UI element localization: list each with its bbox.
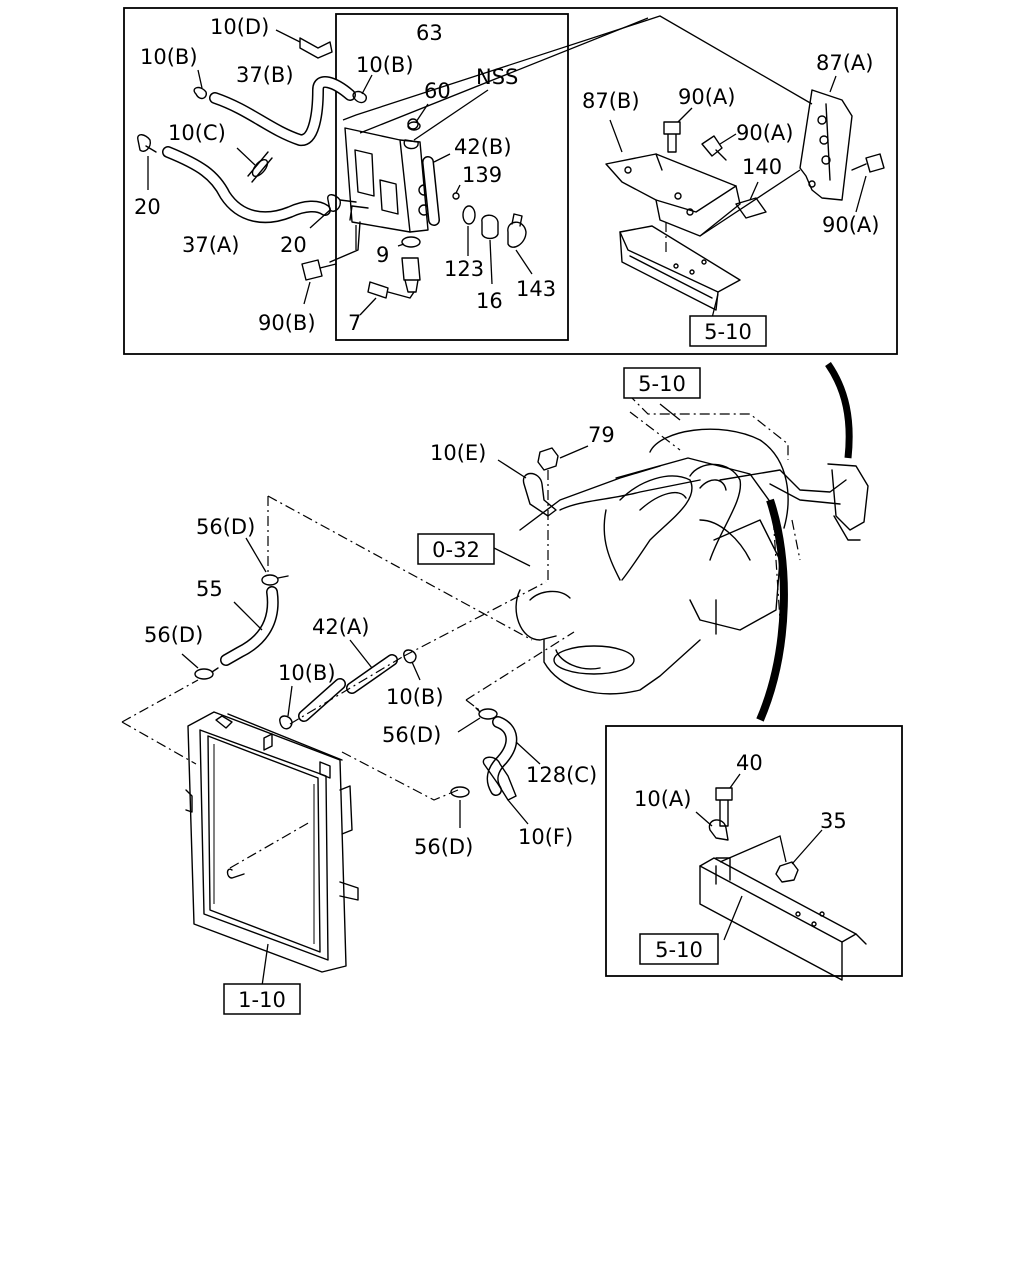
hose-37a: [162, 146, 331, 224]
label-139: 139: [462, 163, 502, 187]
label-40: 40: [736, 751, 763, 775]
label-10d: 10(D): [210, 15, 269, 39]
nut-35: [719, 829, 823, 883]
clamp-56d-2: [181, 653, 219, 680]
clamp-10b-top: [352, 74, 373, 104]
bracket-87a: [699, 75, 853, 237]
label-16: 16: [476, 289, 503, 313]
bolt-90b: [301, 259, 337, 305]
frame-rail-bottom: [699, 857, 867, 981]
label-37b: 37(B): [236, 63, 294, 87]
label-10c: 10(C): [168, 121, 226, 145]
clamp-10b-left: [193, 69, 208, 100]
label-143: 143: [516, 277, 556, 301]
label-37a: 37(A): [182, 233, 239, 257]
label-42b: 42(B): [454, 135, 512, 159]
bolt-90a-1: [663, 107, 693, 153]
clamp-10f: [482, 756, 529, 825]
ref-label: 5-10: [704, 320, 752, 344]
ref-label: 0-32: [432, 538, 480, 562]
label-128c: 128(C): [526, 763, 597, 787]
label-10b-top: 10(B): [356, 53, 414, 77]
ref-0-32[interactable]: 0-32: [417, 533, 531, 567]
bottom-detail-panel: [605, 725, 903, 981]
label-56d-3: 56(D): [382, 723, 441, 747]
label-10a: 10(A): [634, 787, 691, 811]
clamp-10e: [497, 459, 557, 517]
clamp-10b-m1: [279, 685, 293, 730]
label-60: 60: [424, 79, 451, 103]
frame-rail-top: [619, 222, 741, 319]
bracket-87b: [605, 119, 741, 237]
label-7: 7: [348, 311, 361, 335]
part-labels: 10(D) 63 10(B) 10(B) 37(B) 60 NSS 87(B) …: [134, 15, 879, 859]
top-detail-panel: [123, 7, 898, 355]
sensor-7: [359, 257, 421, 316]
ref-5-10-middle[interactable]: 5-10: [623, 367, 701, 399]
part-9: [397, 236, 421, 248]
label-140: 140: [742, 155, 782, 179]
label-90a-2: 90(A): [736, 121, 793, 145]
ref-5-10-bottom[interactable]: 5-10: [639, 933, 719, 965]
clamp-56d-1: [245, 537, 289, 586]
nut-79: [537, 445, 589, 580]
engine-block: [515, 393, 869, 695]
part-139: [452, 184, 461, 200]
label-56d-4: 56(D): [414, 835, 473, 859]
label-20-left: 20: [134, 195, 161, 219]
connection-lines: [121, 495, 575, 869]
label-56d-1: 56(D): [196, 515, 255, 539]
bolt-90a-3: [851, 153, 885, 213]
label-90b: 90(B): [258, 311, 316, 335]
bolt-90a-2: [701, 133, 737, 161]
pipe-42b: [422, 153, 451, 226]
clamp-56d-4: [450, 786, 470, 828]
label-87b: 87(B): [582, 89, 640, 113]
clamp-56d-3: [457, 707, 498, 733]
clamp-10d: [275, 29, 333, 59]
label-35: 35: [820, 809, 847, 833]
bolt-40: [715, 773, 741, 827]
hose-128c: [486, 716, 541, 796]
valve-assembly: [329, 118, 430, 263]
label-10b-m1: 10(B): [278, 661, 336, 685]
label-10f: 10(F): [518, 825, 573, 849]
callout-arrows: [756, 362, 853, 722]
label-20-mid: 20: [280, 233, 307, 257]
label-87a: 87(A): [816, 51, 873, 75]
hose-55: [220, 586, 279, 666]
clamp-20-left: [137, 134, 157, 190]
radiator: [185, 711, 359, 987]
label-nss: NSS: [476, 65, 518, 89]
label-90a-3: 90(A): [822, 213, 879, 237]
pipe-42a: [298, 639, 398, 722]
part-60: [407, 89, 489, 141]
label-63: 63: [416, 21, 443, 45]
label-10b-left: 10(B): [140, 45, 198, 69]
label-10e: 10(E): [430, 441, 486, 465]
label-79: 79: [588, 423, 615, 447]
clamp-10c: [236, 147, 273, 183]
ref-label: 1-10: [238, 988, 286, 1012]
ref-label: 5-10: [655, 938, 703, 962]
label-42a: 42(A): [312, 615, 369, 639]
label-56d-2: 56(D): [144, 623, 203, 647]
clamp-10a: [695, 811, 729, 841]
washer-123: [462, 205, 476, 256]
part-140: [735, 181, 767, 219]
ref-1-10[interactable]: 1-10: [223, 983, 301, 1015]
label-55: 55: [196, 577, 223, 601]
label-123: 123: [444, 257, 484, 281]
label-9: 9: [376, 243, 389, 267]
label-90a-1: 90(A): [678, 85, 735, 109]
ref-label: 5-10: [638, 372, 686, 396]
clamp-10b-m2: [403, 649, 421, 681]
ref-5-10-top[interactable]: 5-10: [689, 315, 767, 347]
clip-143: [507, 213, 533, 275]
cap-16: [481, 214, 499, 285]
label-10b-m2: 10(B): [386, 685, 444, 709]
hose-37b: [209, 76, 356, 146]
